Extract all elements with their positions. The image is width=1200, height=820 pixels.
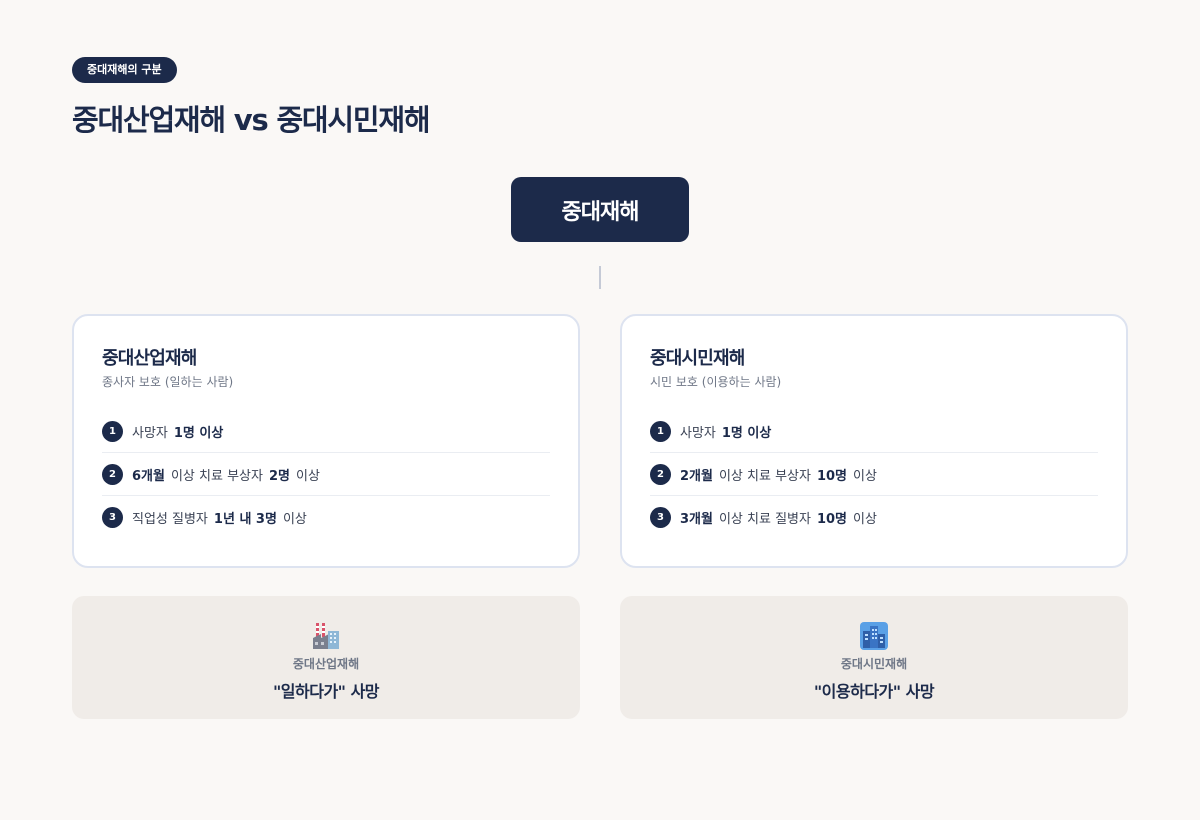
- criterion-number: 2: [102, 463, 123, 485]
- root-node: 중대재해: [511, 177, 689, 242]
- criterion-text: 이상: [282, 512, 307, 527]
- criterion-highlight: 10명: [816, 468, 848, 484]
- criterion-item: 2 2개월 이상 치료 부상자 10명 이상: [650, 453, 1098, 496]
- criterion-text: 직업성 질병자: [132, 512, 208, 527]
- summary-label: 중대시민재해: [840, 657, 908, 671]
- card-subtitle: 시민 보호 (이용하는 사람): [650, 375, 782, 389]
- criterion-number: 1: [650, 420, 671, 442]
- section-badge: 중대재해의 구분: [72, 57, 177, 83]
- criterion-highlight: 10명: [816, 512, 848, 527]
- criterion-text: 사망자: [680, 425, 716, 441]
- criterion-highlight: 1명 이상: [173, 425, 224, 441]
- criterion-highlight: 1년 내 3명: [213, 512, 277, 527]
- criterion-highlight: 1명 이상: [721, 425, 772, 441]
- criterion-text: 이상: [295, 468, 320, 484]
- criterion-text: 이상 치료 부상자: [170, 468, 263, 484]
- criterion-number: 3: [102, 507, 123, 528]
- tree-connector: [599, 266, 601, 289]
- summary-label: 중대산업재해: [292, 657, 360, 671]
- summary-quote: "일하다가" 사망: [272, 682, 380, 701]
- criterion-number: 2: [650, 463, 671, 485]
- criterion-highlight: 2개월: [680, 468, 713, 484]
- summary-industrial: 중대산업재해 "일하다가" 사망: [72, 596, 580, 719]
- criterion-highlight: 2명: [268, 468, 290, 484]
- card-title: 중대시민재해: [650, 348, 745, 369]
- criterion-item: 2 6개월 이상 치료 부상자 2명 이상: [102, 453, 550, 496]
- card-subtitle: 종사자 보호 (일하는 사람): [102, 375, 234, 389]
- criterion-text: 이상 치료 질병자: [718, 512, 811, 527]
- criterion-number: 1: [102, 420, 123, 442]
- card-civil-disaster: 중대시민재해 시민 보호 (이용하는 사람) 1 사망자 1명 이상 2 2개월…: [620, 314, 1128, 568]
- page-title: 중대산업재해 vs 중대시민재해: [72, 103, 431, 137]
- summary-quote: "이용하다가" 사망: [813, 682, 935, 701]
- factory-icon: [313, 623, 339, 649]
- city-buildings-icon: [860, 622, 888, 650]
- card-title: 중대산업재해: [102, 348, 197, 369]
- criterion-number: 3: [650, 507, 671, 528]
- criterion-text: 사망자: [132, 425, 168, 441]
- criterion-highlight: 6개월: [132, 468, 165, 484]
- criterion-item: 1 사망자 1명 이상: [102, 410, 550, 453]
- criterion-text: 이상 치료 부상자: [718, 468, 811, 484]
- criterion-item: 1 사망자 1명 이상: [650, 410, 1098, 453]
- card-industrial-disaster: 중대산업재해 종사자 보호 (일하는 사람) 1 사망자 1명 이상 2 6개월…: [72, 314, 580, 568]
- criterion-item: 3 3개월 이상 치료 질병자 10명 이상: [650, 496, 1098, 539]
- criterion-text: 이상: [853, 468, 877, 484]
- criterion-highlight: 3개월: [680, 512, 713, 527]
- criterion-item: 3 직업성 질병자 1년 내 3명 이상: [102, 496, 550, 539]
- criterion-text: 이상: [853, 512, 877, 527]
- summary-civil: 중대시민재해 "이용하다가" 사망: [620, 596, 1128, 719]
